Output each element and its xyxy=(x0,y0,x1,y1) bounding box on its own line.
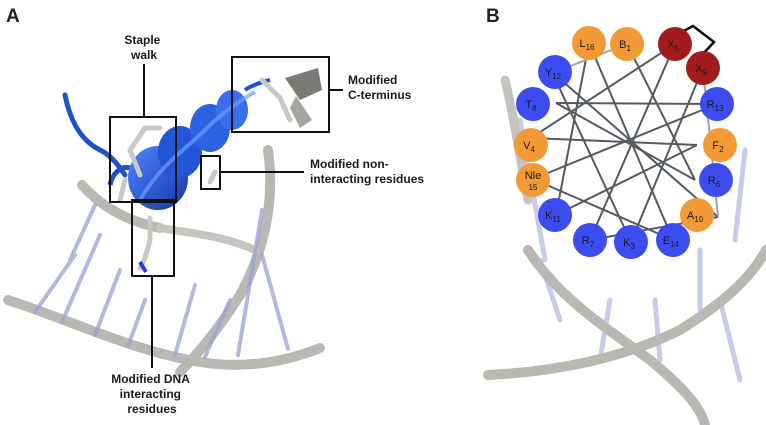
residue-circle xyxy=(699,163,733,197)
c-terminus-label: Modified C-terminus xyxy=(348,73,412,102)
residue-y12: Y12 xyxy=(538,55,572,89)
dna-double-helix-a xyxy=(3,145,325,377)
residue-label: R13 xyxy=(707,99,724,113)
residue-r7: R7 xyxy=(573,223,607,257)
residue-circle xyxy=(572,26,606,60)
dna-interacting-label: Modified DNA interacting residues xyxy=(111,372,193,416)
residue-circle xyxy=(514,128,548,162)
panel-b-label: B xyxy=(486,6,500,27)
residue-b1: B1 xyxy=(610,27,644,61)
residue-f2: F2 xyxy=(703,128,737,162)
residue-circle xyxy=(680,198,714,232)
residue-circle xyxy=(610,27,644,61)
residue-label: Y12 xyxy=(545,67,562,81)
residue-r13: R13 xyxy=(700,87,734,121)
residue-a10: A10 xyxy=(680,198,714,232)
residue-label: R7 xyxy=(582,235,595,249)
residue-circle xyxy=(700,87,734,121)
residue-k3: K3 xyxy=(614,225,648,259)
dna-interacting-box xyxy=(131,199,175,277)
residue-circle xyxy=(573,223,607,257)
residue-circle xyxy=(703,128,737,162)
residue-circle xyxy=(516,87,550,121)
residue-r6: R6 xyxy=(699,163,733,197)
residue-label: K3 xyxy=(623,237,635,251)
residue-circle xyxy=(658,27,692,61)
residue-circle xyxy=(614,225,648,259)
residue-label: L16 xyxy=(579,38,595,52)
residue-label: F2 xyxy=(712,140,724,154)
residue-circle xyxy=(656,223,690,257)
residue-t8: T8 xyxy=(516,87,550,121)
c-terminus-box xyxy=(231,56,330,133)
residue-l16: L16 xyxy=(572,26,606,60)
residue-circle xyxy=(516,163,550,197)
residue-label: E14 xyxy=(663,235,680,249)
residue-x5: X5 xyxy=(658,27,692,61)
residue-circle xyxy=(538,55,572,89)
residue-label: V4 xyxy=(523,140,535,154)
residue-k11: K11 xyxy=(538,198,572,232)
residue-label: K11 xyxy=(545,210,561,224)
residue-label: A10 xyxy=(687,210,704,224)
staple-walk-label: Staple walk xyxy=(124,33,163,62)
residue-circle xyxy=(686,51,720,85)
residue-v4: V4 xyxy=(514,128,548,162)
residue-label: X9 xyxy=(695,63,707,77)
residue-label: T8 xyxy=(525,99,537,113)
panel-b: B xyxy=(483,6,766,425)
residue-x9: X9 xyxy=(686,51,720,85)
residue-circle xyxy=(538,198,572,232)
panel-a: A xyxy=(3,6,424,416)
peptide-helix xyxy=(62,68,322,274)
residue-label: B1 xyxy=(619,39,631,53)
wheel-connections xyxy=(530,42,719,243)
non-interacting-label: Modified non- interacting residues xyxy=(310,157,424,186)
staple-bracket xyxy=(677,24,716,56)
residue-label: X5 xyxy=(667,39,679,53)
panel-a-label: A xyxy=(6,6,20,27)
residue-e14: E14 xyxy=(656,223,690,257)
residue-label: R6 xyxy=(708,175,721,189)
